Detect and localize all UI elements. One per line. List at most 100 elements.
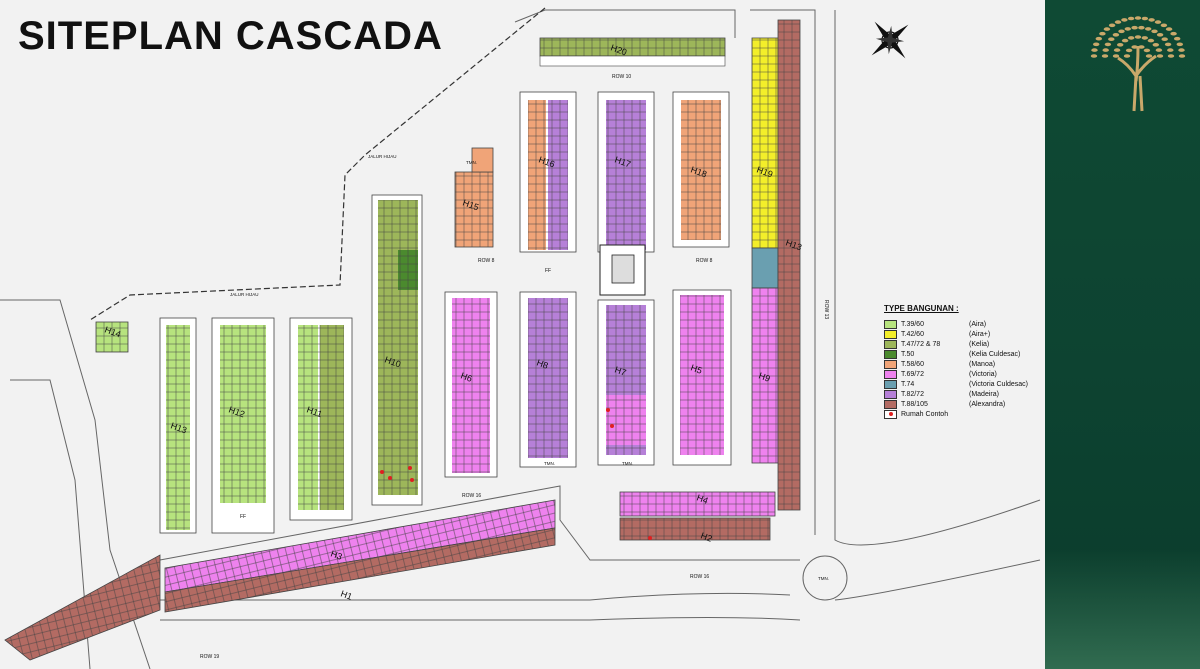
block-h16 [519, 91, 577, 253]
logo-leaf [1118, 29, 1125, 34]
label-tmn-3: TMN. [622, 461, 633, 466]
legend-item: T.69/72(Victoria) [884, 369, 1034, 379]
legend-type-name: (Alexandra) [969, 400, 1006, 408]
logo-leaf [1160, 23, 1168, 28]
label-h6: H6 [459, 370, 473, 383]
side-panel [1045, 0, 1200, 669]
legend-type: T.58/60 [901, 360, 924, 368]
label-h9: H9 [757, 370, 771, 383]
block-h4 [619, 491, 776, 517]
logo-leaf [1112, 54, 1120, 58]
logo-leaf [1178, 54, 1186, 58]
logo-leaf [1165, 27, 1173, 31]
logo-leaf [1145, 27, 1152, 31]
logo-leaf [1121, 18, 1128, 22]
label-ff-1: FF [240, 514, 246, 520]
logo-leaf [1095, 36, 1102, 41]
legend-swatch [884, 329, 897, 339]
label-row13: ROW 13 [823, 300, 829, 319]
block-h7 [597, 299, 655, 466]
legend-marker-row: Rumah Contoh [884, 409, 1034, 419]
tree-logo-icon [1090, 16, 1186, 112]
logo-leaf [1091, 48, 1098, 52]
logo-leaf [1167, 54, 1175, 58]
logo-leaf [1102, 48, 1109, 52]
legend-type-name: (Victoria) [969, 370, 997, 378]
logo-leaf [1145, 54, 1153, 58]
logo-leaf [1108, 37, 1115, 41]
logo-leaf [1167, 48, 1174, 52]
legend-swatch [884, 379, 897, 389]
legend-item: T.47/72 & 78(Kelia) [884, 339, 1034, 349]
legend-type-name: (Manoa) [969, 360, 996, 368]
logo-leaf [1131, 45, 1138, 49]
clubhouse [599, 244, 646, 296]
logo-leaf [1176, 42, 1183, 47]
rumah-contoh-marker-icon [884, 409, 897, 419]
site-map: ROW 10 ROW 8 ROW 8 ROW 16 ROW 16 ROW 19 … [0, 7, 1041, 669]
logo-leaf [1112, 33, 1120, 37]
legend-swatch [884, 369, 897, 379]
legend-type: T.88/105 [901, 400, 928, 408]
logo-leaf [1103, 27, 1111, 31]
legend-swatch [884, 399, 897, 409]
logo-leaf [1164, 42, 1172, 47]
logo-trunk [1117, 45, 1157, 112]
logo-leaf [1090, 54, 1098, 58]
logo-leaf [1121, 38, 1129, 43]
logo-leaf [1093, 42, 1100, 47]
logo-leaf [1151, 29, 1158, 34]
legend-item: T.50(Kelia Culdesac) [884, 349, 1034, 359]
road-outlines [0, 9, 1041, 669]
logo-leaf [1138, 45, 1145, 49]
logo-leaf [1114, 20, 1122, 24]
legend-type: T.39/60 [901, 320, 924, 328]
label-tmn-4: TMN. [818, 576, 829, 581]
label-row10: ROW 10 [612, 74, 631, 80]
logo-leaf [1156, 33, 1164, 37]
logo-leaf [1143, 48, 1151, 53]
logo-leaf [1154, 20, 1162, 24]
logo-leaf [1124, 27, 1131, 31]
block-h15 [454, 147, 494, 248]
logo-leaf [1152, 43, 1159, 47]
logo-leaf [1127, 16, 1135, 21]
block-h13-left [159, 317, 197, 534]
legend-item: T.42/60(Aira+) [884, 329, 1034, 339]
block-h14-small [95, 321, 129, 353]
logo-leaf [1128, 36, 1135, 40]
legend-swatch [884, 359, 897, 369]
block-h8 [519, 291, 577, 468]
label-ff-2: FF [545, 268, 551, 274]
logo-leaf [1141, 36, 1148, 40]
block-h19 [751, 37, 779, 464]
block-h17-top [597, 91, 655, 253]
legend-type: T.42/60 [901, 330, 924, 338]
logo-leaf [1134, 35, 1142, 39]
logo-leaf [1131, 25, 1138, 30]
logo-leaf [1178, 48, 1185, 52]
legend-title: TYPE BANGUNAN : [884, 304, 959, 313]
logo-leaf [1148, 18, 1155, 22]
legend-item: T.82/72(Madeira) [884, 389, 1034, 399]
block-h18 [672, 91, 730, 248]
legend-item: T.88/105 (Alexandra) [884, 399, 1034, 409]
legend-swatch [884, 339, 897, 349]
logo-leaf [1174, 36, 1181, 41]
legend-marker-label: Rumah Contoh [901, 410, 949, 418]
logo-leaf [1113, 48, 1121, 52]
label-h2: H2 [699, 530, 713, 543]
logo-leaf [1170, 31, 1177, 36]
block-h13 [777, 19, 801, 511]
logo-leaf [1141, 16, 1149, 21]
label-row8-right: ROW 8 [696, 258, 713, 264]
legend-type-name: (Victoria Culdesac) [969, 380, 1029, 388]
legend-item: T.39/60 (Aira) [884, 319, 1034, 329]
legend-swatch [884, 319, 897, 329]
block-h1 [4, 527, 556, 661]
legend-swatch [884, 349, 897, 359]
legend-type-name: (Aira) [969, 320, 987, 328]
label-jalur-hijau-2: JALUR HIJAU [230, 292, 259, 297]
logo-leaf [1147, 38, 1155, 43]
